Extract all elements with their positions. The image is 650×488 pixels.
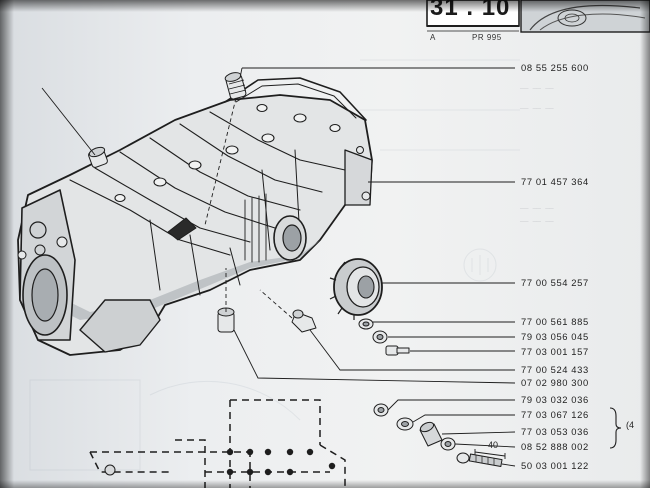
part-bearing-ring xyxy=(329,258,383,320)
part-nut-small xyxy=(358,318,374,330)
part-washer-4 xyxy=(440,437,456,451)
ghost-text: —— —— —— xyxy=(520,218,554,226)
part-bolt xyxy=(385,345,410,356)
part-number: 50 03 001 122 xyxy=(521,460,589,471)
part-washer-3 xyxy=(396,417,414,431)
part-number: 77 03 067 126 xyxy=(521,409,589,420)
part-number: 79 03 056 045 xyxy=(521,331,589,342)
gearbox-housing xyxy=(17,77,373,356)
part-number: 79 03 032 036 xyxy=(521,394,589,405)
part-number: 77 03 053 036 xyxy=(521,426,589,437)
part-number: 08 52 888 002 xyxy=(521,441,589,452)
ghost-text: —— —— —— xyxy=(520,205,554,213)
header-sub-left: A xyxy=(430,33,436,42)
part-sleeve xyxy=(419,421,443,447)
part-number: 77 03 001 157 xyxy=(521,346,589,357)
part-switch xyxy=(291,309,317,333)
part-number: 77 00 554 257 xyxy=(521,277,589,288)
ghost-text: —— —— —— xyxy=(520,105,554,113)
section-code: 31 . 10 xyxy=(430,0,511,21)
part-number: 77 00 561 885 xyxy=(521,316,589,327)
dimension-label: 40 xyxy=(488,440,499,450)
bracket-mark: (4 xyxy=(626,420,635,430)
part-washer-2 xyxy=(373,403,389,417)
part-washer xyxy=(372,330,388,344)
header-sub-right: PR 995 xyxy=(472,33,502,42)
part-number: 08 55 255 600 xyxy=(521,62,589,73)
part-plug-top xyxy=(224,72,247,100)
cover-dashed-outline xyxy=(89,399,346,488)
part-number: 77 01 457 364 xyxy=(521,176,589,187)
ghost-text: —— —— —— xyxy=(520,85,554,93)
part-number: 77 00 524 433 xyxy=(521,364,589,375)
part-number: 07 02 980 300 xyxy=(521,377,589,388)
